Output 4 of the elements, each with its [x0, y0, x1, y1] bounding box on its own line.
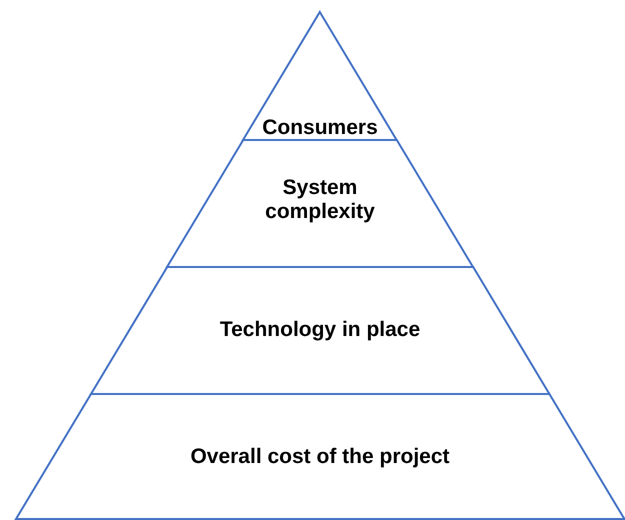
tier-label: Overall cost of the project [189, 445, 451, 469]
tier-label: Consumers [261, 116, 379, 140]
tier-label: Technology in place [218, 318, 422, 342]
tier-label: System complexity [264, 176, 376, 224]
